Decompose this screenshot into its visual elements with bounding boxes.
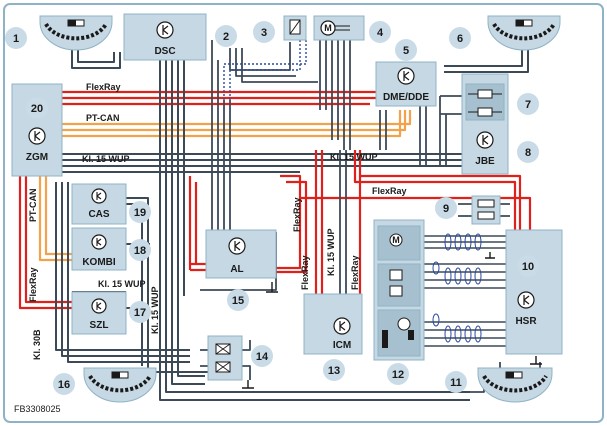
- callout-16: 16: [53, 373, 75, 395]
- svg-text:14: 14: [256, 351, 269, 363]
- svg-text:18: 18: [134, 245, 146, 257]
- component-3-switch: [283, 15, 307, 41]
- dme-dde-module: DME/DDE: [375, 61, 437, 107]
- diagram-frame: [3, 3, 604, 423]
- callout-18: 18: [129, 239, 151, 261]
- kl30b-label: Kl. 30B: [32, 329, 42, 360]
- ptcan-left-label: PT-CAN: [28, 189, 38, 223]
- figure-id: FB3308025: [14, 404, 61, 414]
- svg-text:7: 7: [525, 99, 531, 111]
- callout-7: 7: [517, 93, 539, 115]
- kl15-top-label: Kl. 15 WUP: [82, 154, 130, 164]
- al-module: AL: [205, 229, 277, 279]
- component-12-group: M: [373, 219, 425, 361]
- dsc-label: DSC: [154, 46, 175, 57]
- component-6-sensor: [487, 15, 561, 51]
- svg-text:16: 16: [58, 379, 70, 391]
- icm-module: ICM: [303, 293, 363, 355]
- callout-10: 10: [517, 255, 539, 277]
- flexray-left-label: FlexRay: [28, 267, 38, 302]
- kombi-module: KOMBI: [71, 227, 127, 271]
- flexray-al-label: FlexRay: [292, 197, 302, 232]
- component-14-relays: [207, 335, 243, 381]
- cas-label: CAS: [88, 209, 109, 220]
- svg-text:19: 19: [134, 207, 146, 219]
- kl15-mid-label: Kl. 15 WUP: [330, 152, 378, 162]
- szl-label: SZL: [90, 320, 109, 331]
- callout-2: 2: [215, 25, 237, 47]
- bus-labels: FlexRay PT-CAN Kl. 15 WUP Kl. 15 WUP Fle…: [28, 82, 407, 360]
- callout-12: 12: [387, 363, 409, 385]
- flexray-icm1-label: FlexRay: [300, 255, 310, 290]
- callout-8: 8: [517, 141, 539, 163]
- callout-20: 20: [26, 97, 48, 119]
- flexray-right-label: FlexRay: [372, 186, 407, 196]
- flexray-top-label: FlexRay: [86, 82, 121, 92]
- icm-label: ICM: [333, 340, 351, 351]
- callout-6: 6: [449, 27, 471, 49]
- jbe-module: JBE: [461, 73, 509, 175]
- svg-text:9: 9: [443, 203, 449, 215]
- svg-text:11: 11: [450, 377, 462, 389]
- svg-text:6: 6: [457, 33, 463, 45]
- dsc-module: DSC: [123, 13, 207, 61]
- svg-text:13: 13: [328, 365, 340, 377]
- svg-text:10: 10: [522, 261, 534, 273]
- svg-text:3: 3: [261, 27, 267, 39]
- component-1-sensor: [39, 15, 113, 51]
- ground-symbols: [242, 252, 542, 389]
- svg-text:17: 17: [134, 307, 146, 319]
- svg-text:12: 12: [392, 369, 404, 381]
- callout-5: 5: [395, 39, 417, 61]
- callout-1: 1: [5, 27, 27, 49]
- twist-marks: [432, 233, 482, 343]
- svg-text:4: 4: [377, 27, 384, 39]
- kombi-label: KOMBI: [82, 257, 116, 268]
- callout-17: 17: [129, 301, 151, 323]
- callout-19: 19: [129, 201, 151, 223]
- al-label: AL: [230, 264, 243, 275]
- dme-dde-label: DME/DDE: [383, 92, 429, 103]
- cas-module: CAS: [71, 183, 127, 225]
- callout-4: 4: [369, 21, 391, 43]
- callout-13: 13: [323, 359, 345, 381]
- svg-text:15: 15: [232, 295, 244, 307]
- callout-11: 11: [445, 371, 467, 393]
- wire-layer: [18, 40, 541, 401]
- jbe-label: JBE: [475, 156, 495, 167]
- szl-module: SZL: [71, 291, 127, 335]
- flexray-icm2-label: FlexRay: [350, 255, 360, 290]
- component-11-sensor: [477, 367, 553, 403]
- svg-text:5: 5: [403, 45, 409, 57]
- ptcan-top-label: PT-CAN: [86, 113, 120, 123]
- kl15-vert-label: Kl. 15 WUP: [150, 286, 160, 334]
- kl15-al-label: Kl. 15 WUP: [326, 228, 336, 276]
- hsr-module: HSR: [505, 229, 563, 355]
- component-9-fuses: [471, 195, 501, 225]
- hsr-label: HSR: [515, 316, 537, 327]
- callout-3: 3: [253, 21, 275, 43]
- svg-text:2: 2: [223, 31, 229, 43]
- callout-9: 9: [435, 197, 457, 219]
- svg-text:8: 8: [525, 147, 531, 159]
- svg-text:1: 1: [13, 33, 19, 45]
- svg-text:20: 20: [31, 103, 43, 115]
- callout-15: 15: [227, 289, 249, 311]
- component-16-sensor: [83, 367, 157, 403]
- kl15-left-label: Kl. 15 WUP: [98, 279, 146, 289]
- callout-14: 14: [251, 345, 273, 367]
- component-4-motor: M: [313, 15, 365, 41]
- callout-numbers: 1 2 3 4 5 6 7 8 9 10 11 12 13 14 15 16 1…: [5, 21, 539, 395]
- svg-text:M: M: [324, 23, 332, 33]
- svg-text:M: M: [392, 235, 400, 245]
- zgm-label: ZGM: [26, 152, 48, 163]
